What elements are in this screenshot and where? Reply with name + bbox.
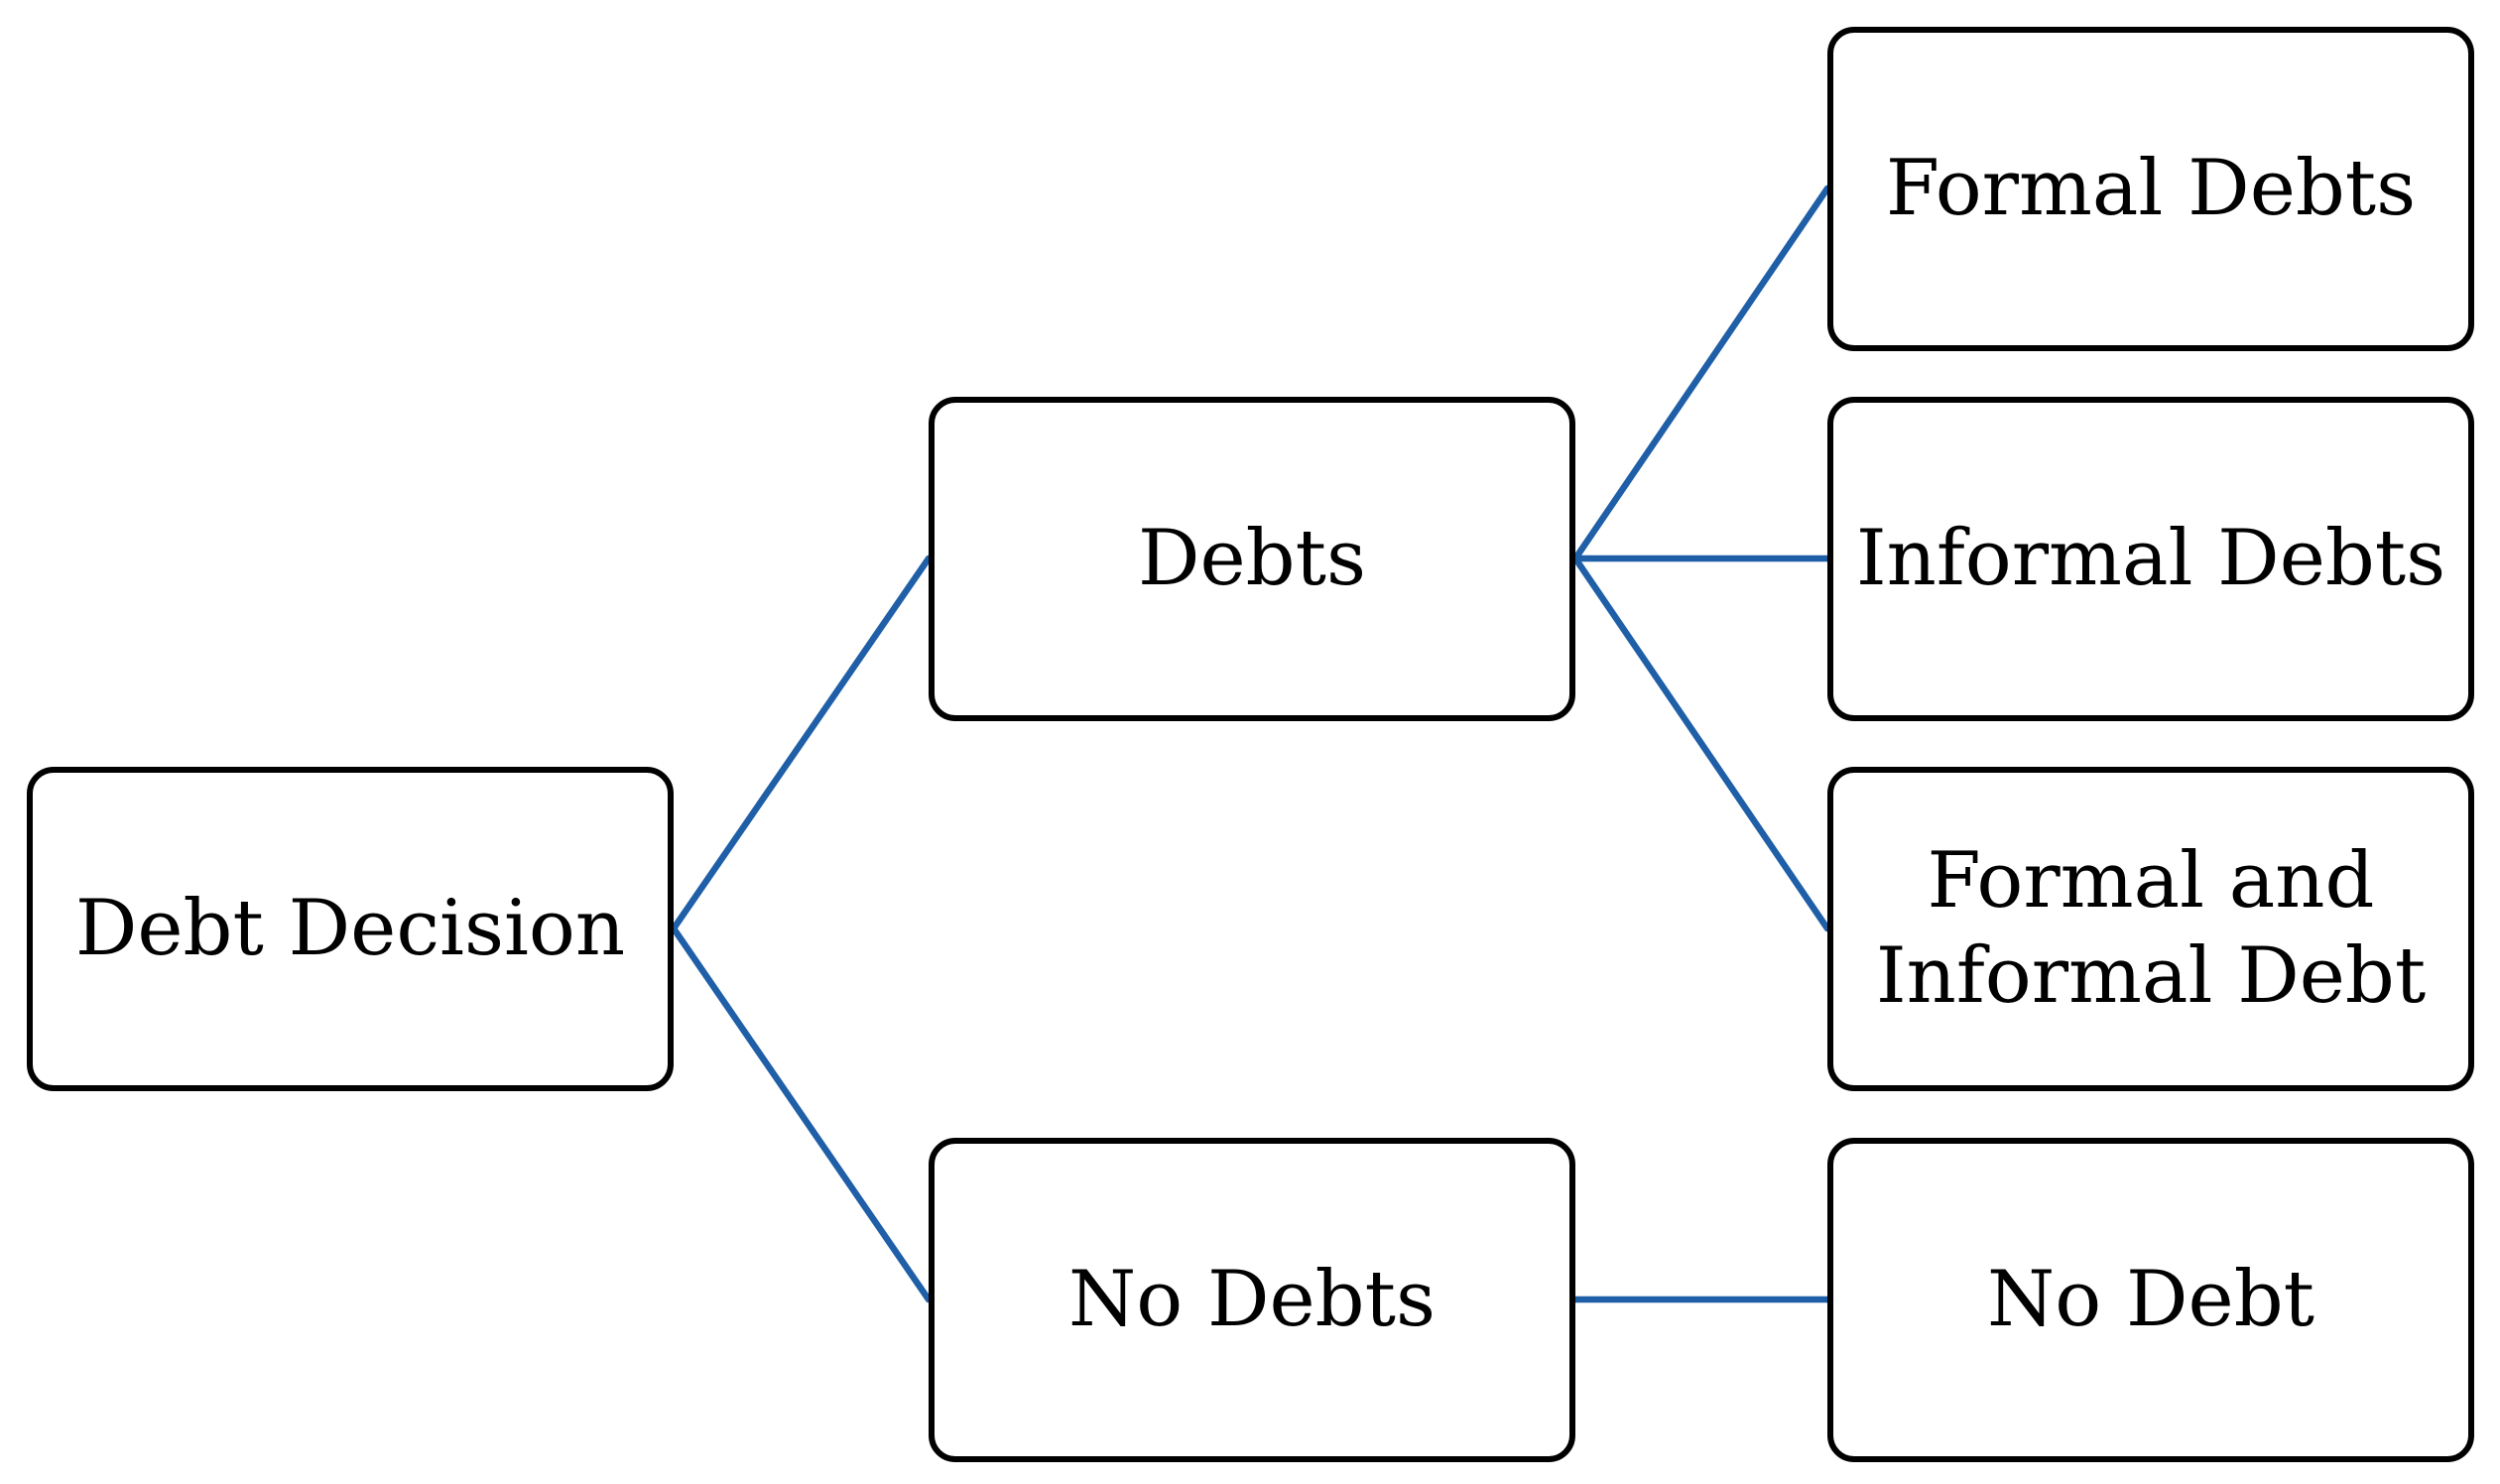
node-no-debts-label: No Debts — [1067, 1254, 1436, 1344]
node-formal-debts-label: Formal Debts — [1885, 143, 2417, 233]
edge-debts-to-both — [1571, 555, 1831, 932]
node-informal-debts: Informal Debts — [1827, 397, 2474, 721]
node-formal-and-informal-debt-label: Formal and Informal Debt — [1875, 835, 2427, 1021]
node-debts: Debts — [929, 397, 1575, 721]
node-no-debt: No Debt — [1827, 1138, 2474, 1462]
node-informal-debts-label: Informal Debts — [1855, 513, 2446, 603]
node-debts-label: Debts — [1137, 513, 1366, 603]
node-no-debts: No Debts — [929, 1138, 1575, 1462]
edge-root-to-debts — [670, 555, 933, 932]
node-no-debt-label: No Debt — [1987, 1254, 2314, 1344]
node-formal-debts: Formal Debts — [1827, 27, 2474, 351]
node-formal-and-informal-debt: Formal and Informal Debt — [1827, 767, 2474, 1091]
node-debt-decision-label: Debt Decision — [74, 883, 626, 973]
node-debt-decision: Debt Decision — [27, 767, 674, 1091]
edge-root-to-no-debts — [670, 925, 933, 1303]
edge-debts-to-formal — [1571, 185, 1831, 562]
